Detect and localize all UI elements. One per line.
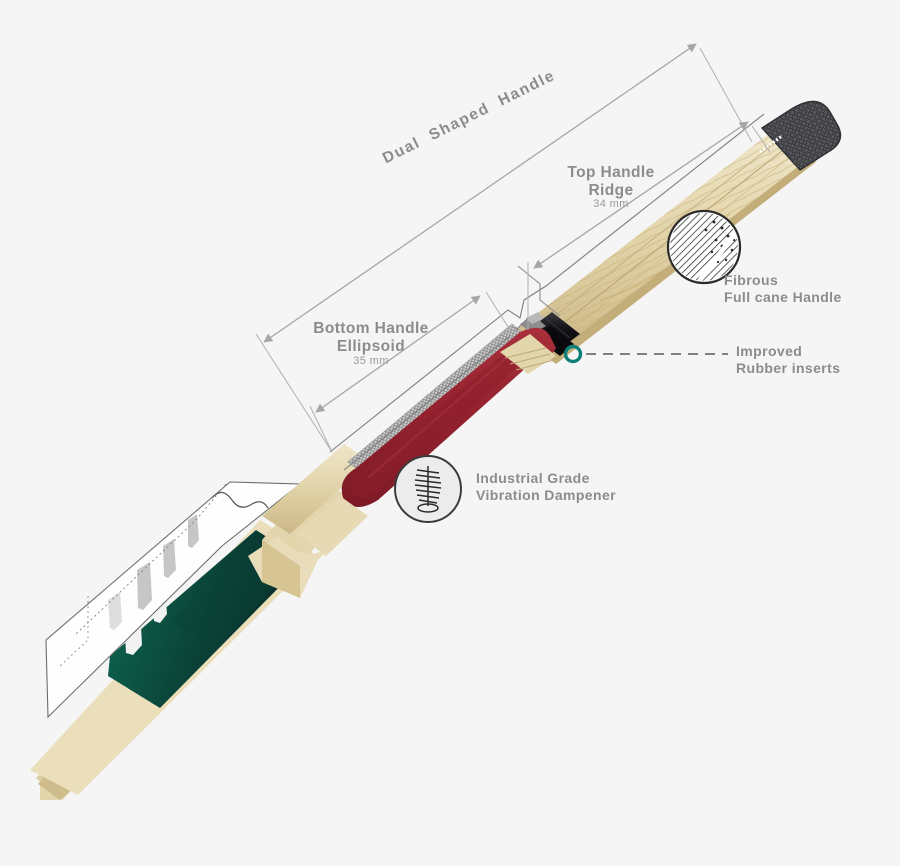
shoulder-contour (211, 491, 269, 509)
callout-improved-rubber-inserts (563, 344, 728, 364)
label-bottom-handle-ellipsoid-size: 35 mm (353, 355, 389, 367)
label-improved-rubber-inserts: Improved Rubber inserts (736, 343, 841, 376)
teal-ring-icon (563, 344, 583, 364)
spring-coil-icon (414, 466, 442, 513)
callout-fibrous-icon (666, 209, 742, 285)
blade-sticker (108, 530, 300, 708)
dimension-bottom-handle-ellipsoid (309, 291, 511, 453)
handle-top-cap (760, 100, 842, 171)
label-vibration-dampener: Industrial Grade Vibration Dampener (476, 470, 616, 503)
ghost-marks (108, 514, 199, 630)
label-top-handle-ridge: Top Handle Ridge (567, 164, 655, 200)
label-bottom-handle-ellipsoid: Bottom Handle Ellipsoid (313, 320, 429, 356)
callout-dampener-icon (394, 455, 462, 523)
label-fibrous-full-cane-handle: Fibrous Full cane Handle (724, 272, 842, 305)
dimension-top-handle-ridge (527, 121, 771, 330)
label-top-handle-ridge-size: 34 mm (593, 198, 629, 210)
